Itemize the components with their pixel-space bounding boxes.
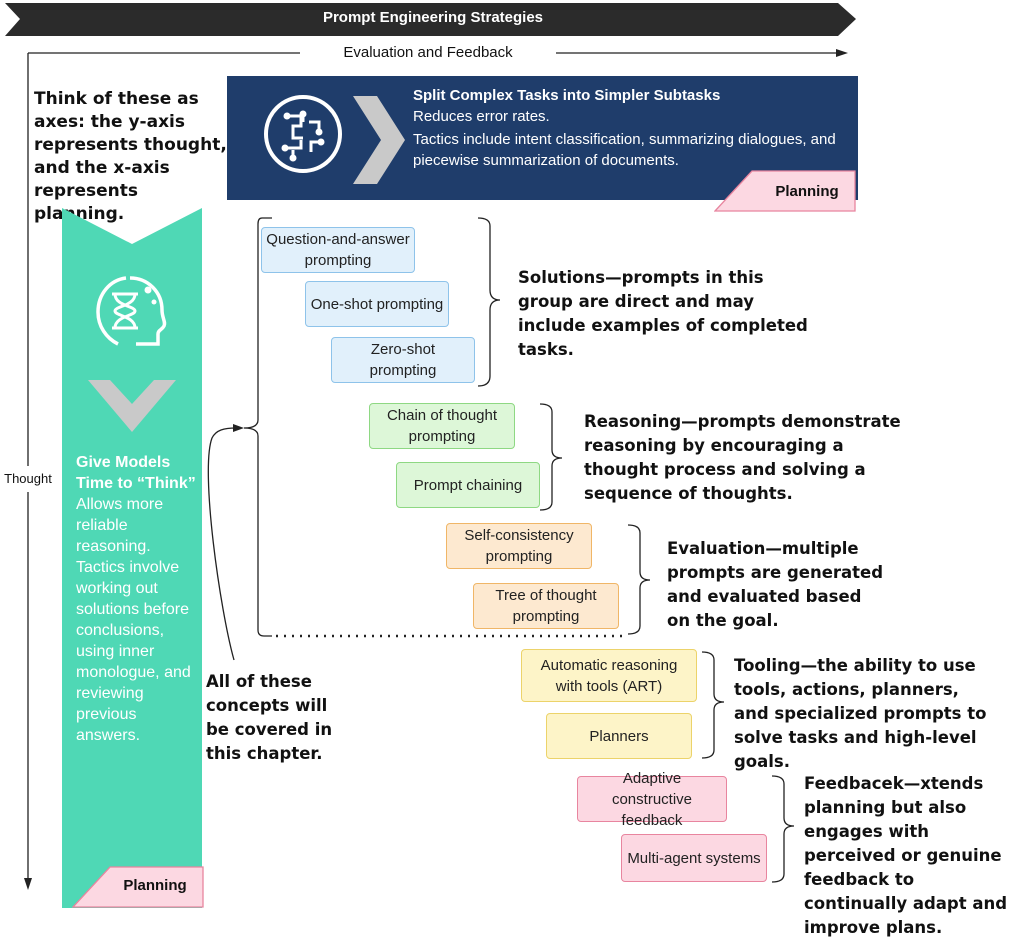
evaluation-feedback-label: Evaluation and Feedback (300, 44, 556, 61)
planners-box: Planners (546, 713, 692, 759)
feedback-note-title: Feedbacek (804, 774, 904, 793)
feedback-note: Feedbacek—xtends planning but also engag… (804, 772, 1009, 940)
think-tag-shape (72, 866, 204, 908)
header-title: Prompt Engineering Strategies (322, 9, 544, 26)
solutions-note-body: —prompts in this group are direct and ma… (518, 268, 808, 359)
zero-shot-prompting-box: Zero-shot prompting (331, 337, 475, 383)
multi-agent-box: Multi-agent systems (621, 834, 767, 882)
feedback-note-body: —xtends planning but also engages with p… (804, 774, 1008, 937)
one-shot-prompting-box: One-shot prompting (305, 281, 449, 327)
art-box: Automatic reasoning with tools (ART) (521, 649, 697, 702)
header-band (5, 3, 856, 36)
question-answer-prompting-box: Question-and-answer prompting (261, 227, 415, 273)
tree-of-thought-box: Tree of thought prompting (473, 583, 619, 629)
think-panel-title: Give Models Time to “Think” (76, 454, 196, 492)
adaptive-feedback-box: Adaptive constructive feedback (577, 770, 727, 829)
split-tasks-tag-shape (714, 170, 856, 212)
evaluation-note: Evaluation—multiple prompts are generate… (667, 537, 885, 633)
thought-label: Thought (0, 471, 56, 486)
evaluation-note-body: —multiple prompts are generated and eval… (667, 539, 884, 630)
think-panel (62, 208, 202, 908)
think-panel-body: Allows more reliable reasoning. Tactics … (76, 496, 191, 744)
chevron-right-icon (353, 96, 405, 184)
think-tag: Planning (123, 877, 187, 894)
solutions-note: Solutions—prompts in this group are dire… (518, 266, 818, 362)
split-tasks-title: Split Complex Tasks into Simpler Subtask… (413, 87, 721, 104)
chain-of-thought-box: Chain of thought prompting (369, 403, 515, 449)
split-tasks-tag: Planning (775, 183, 839, 200)
circuit-brain-icon (264, 95, 342, 173)
hourglass-head-icon (96, 276, 167, 346)
tooling-note: Tooling—the ability to use tools, action… (734, 654, 996, 774)
split-tasks-line2: Tactics include intent classification, s… (413, 131, 836, 169)
tooling-note-title: Tooling (734, 656, 801, 675)
prompt-chaining-box: Prompt chaining (396, 462, 540, 508)
solutions-note-title: Solutions (518, 268, 606, 287)
coverage-note: All of these concepts will be covered in… (206, 672, 333, 763)
intro-text: Think of these as axes: the y-axis repre… (34, 89, 227, 224)
think-panel-text: Give Models Time to “Think” Allows more … (76, 452, 200, 746)
evaluation-note-title: Evaluation (667, 539, 766, 558)
self-consistency-box: Self-consistency prompting (446, 523, 592, 569)
reasoning-note-body: —prompts demonstrate reasoning by encour… (584, 412, 901, 503)
reasoning-note: Reasoning—prompts demonstrate reasoning … (584, 410, 914, 506)
split-tasks-line1: Reduces error rates. (413, 108, 550, 125)
reasoning-note-title: Reasoning (584, 412, 682, 431)
tooling-note-body: —the ability to use tools, actions, plan… (734, 656, 987, 771)
axes (24, 49, 848, 890)
